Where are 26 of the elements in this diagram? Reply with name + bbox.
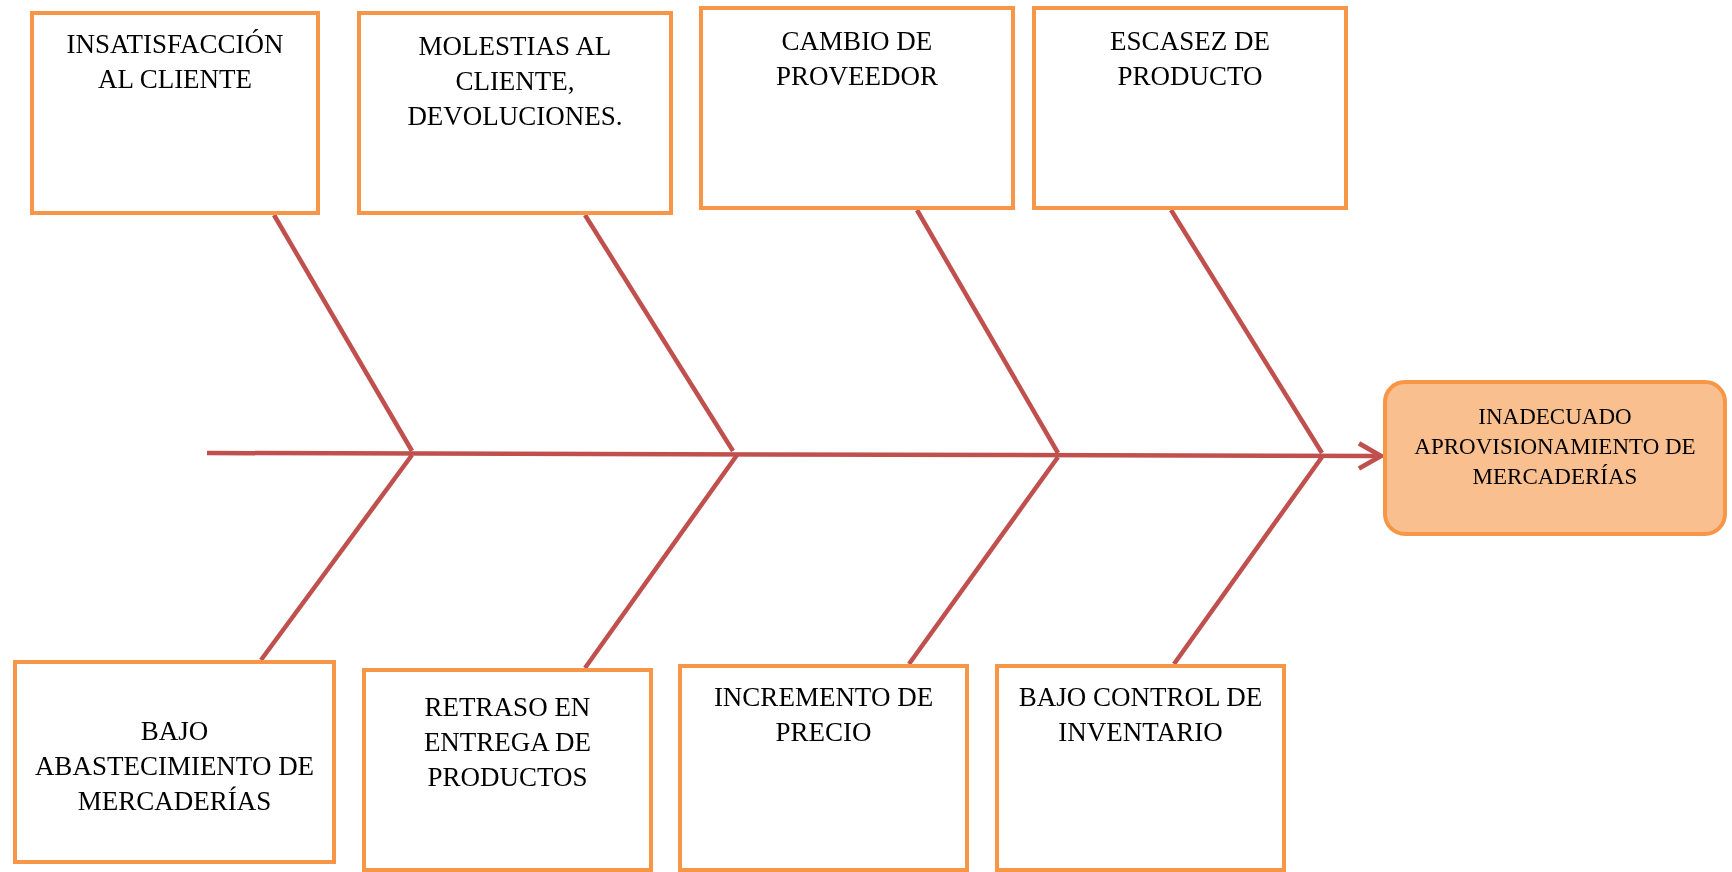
cause-box: [1032, 6, 1348, 210]
effect-label: INADECUADO APROVISIONAMIENTO DE MERCADERÍAS: [1413, 403, 1697, 491]
cause-box: [678, 664, 969, 872]
cause-box: [995, 664, 1286, 872]
cause-box: [362, 668, 653, 872]
cause-box: [13, 660, 336, 864]
fishbone-branch-line: [915, 208, 1060, 455]
cause-label: BAJO ABASTECIMIENTO DE MERCADERÍAS: [33, 715, 316, 819]
cause-box: [357, 11, 673, 215]
cause-label: CAMBIO DE PROVEEDOR: [775, 25, 939, 94]
cause-label: MOLESTIAS AL CLIENTE, DEVOLUCIONES.: [406, 30, 624, 134]
fishbone-spine-arrow: [207, 441, 1384, 471]
cause-label: BAJO CONTROL DE INVENTARIO: [1017, 681, 1264, 750]
cause-label: INCREMENTO DE PRECIO: [712, 681, 935, 750]
cause-label: ESCASEZ DE PRODUCTO: [1109, 25, 1271, 94]
fishbone-branch-line: [583, 213, 735, 453]
fishbone-branch-line: [907, 455, 1060, 666]
fishbone-branch-line: [272, 213, 414, 453]
cause-label: INSATISFACCIÓN AL CLIENTE: [65, 28, 285, 97]
fishbone-branch-line: [1169, 208, 1324, 455]
fishbone-branch-line: [1172, 455, 1324, 666]
cause-box: [699, 6, 1015, 210]
fishbone-branch-line: [259, 453, 414, 662]
cause-box: [30, 11, 320, 215]
effect-box: [1383, 380, 1727, 536]
cause-label: RETRASO EN ENTREGA DE PRODUCTOS: [422, 691, 593, 795]
